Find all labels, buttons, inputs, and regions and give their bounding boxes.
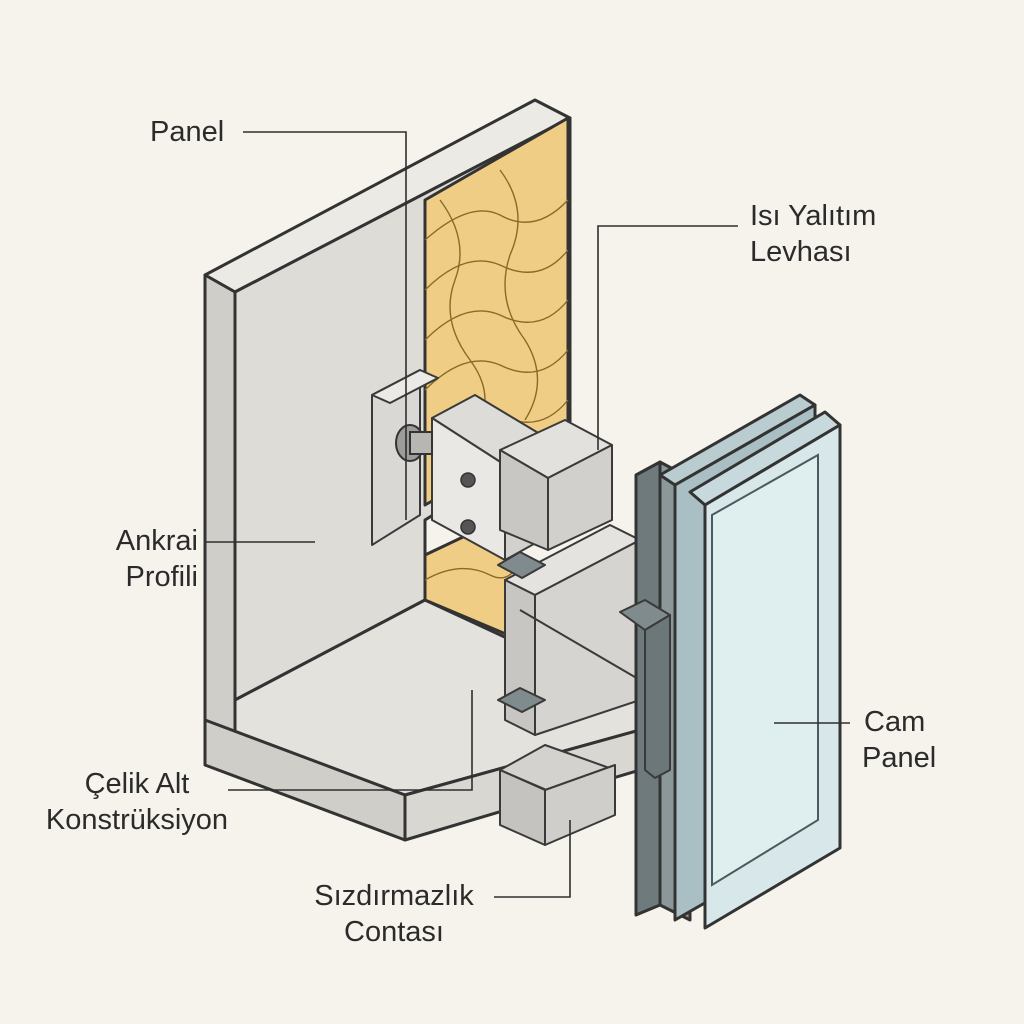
label-anchor-line2: Profili xyxy=(125,561,198,593)
label-steel-sub-construction: Çelik Alt Konstrüksiyon xyxy=(27,766,247,838)
label-insulation-line1: Isı Yalıtım xyxy=(750,200,877,232)
leader-celik xyxy=(228,690,473,791)
label-glass-line1: Cam xyxy=(864,706,926,738)
label-steel-line1: Çelik Alt xyxy=(84,768,190,800)
label-glass-line2: Panel xyxy=(862,742,937,774)
leader-isi xyxy=(597,225,738,450)
label-seal-line2: Contası xyxy=(344,916,444,948)
steel-sub-construction xyxy=(497,419,641,846)
bolt xyxy=(395,424,433,462)
leader-lines xyxy=(206,131,850,898)
label-seal-line1: Sızdırmazlık xyxy=(314,880,474,912)
label-seal-gasket: Sızdırmazlık Contası xyxy=(300,878,488,950)
label-panel: Panel xyxy=(150,114,224,150)
leader-contasi xyxy=(494,820,571,898)
leader-panel xyxy=(243,131,407,520)
label-panel-text: Panel xyxy=(150,116,225,148)
label-insulation-line2: Levhası xyxy=(750,236,852,268)
label-insulation-board: Isı Yalıtım Levhası xyxy=(750,198,876,270)
label-anchor-line1: Ankrai xyxy=(115,525,198,557)
glass-panel xyxy=(619,393,842,930)
label-steel-line2: Konstrüksiyon xyxy=(45,804,229,836)
label-glass-panel: Cam Panel xyxy=(862,704,936,776)
label-anchor-profile: Ankrai Profili xyxy=(92,523,198,595)
